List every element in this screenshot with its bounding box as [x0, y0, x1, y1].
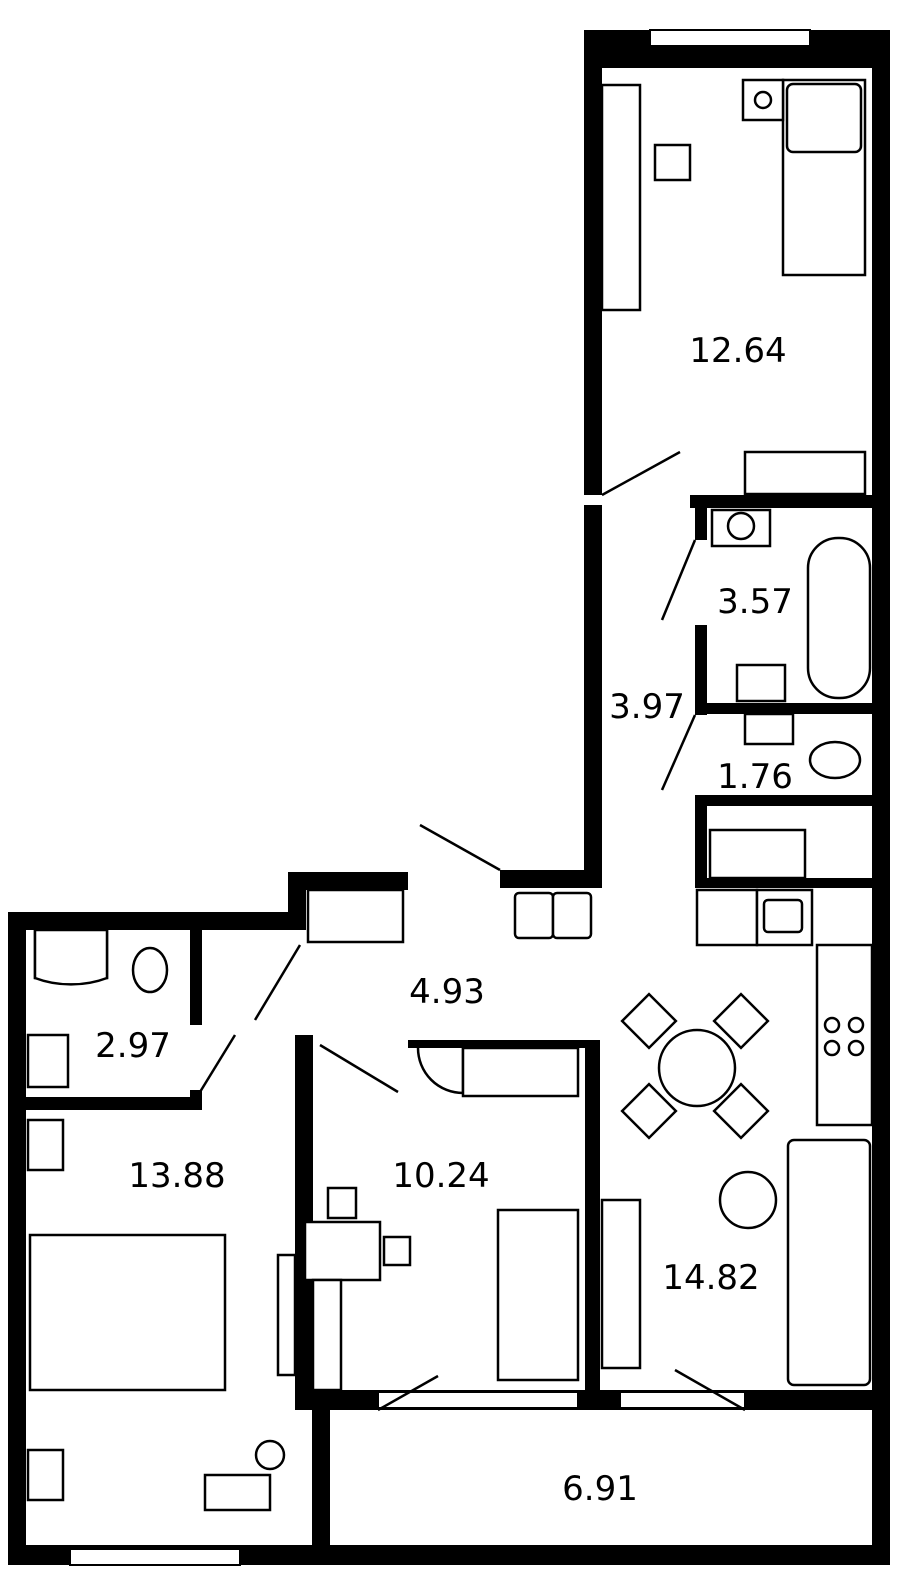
area-label: 6.91: [562, 1469, 638, 1509]
area-label: 2.97: [95, 1026, 171, 1066]
area-label: 3.97: [609, 687, 685, 727]
area-label: 10.24: [392, 1156, 489, 1196]
area-label: 12.64: [689, 331, 786, 371]
area-label: 3.57: [717, 582, 793, 622]
area-label: 1.76: [717, 757, 793, 797]
area-labels: 12.64 3.57 3.97 1.76 4.93 2.97 13.88 10.…: [95, 331, 793, 1509]
area-label: 4.93: [409, 972, 485, 1012]
area-label: 14.82: [662, 1258, 759, 1298]
doors: [198, 450, 746, 1412]
walls: [8, 30, 890, 1565]
area-label: 13.88: [128, 1156, 225, 1196]
furniture: [26, 78, 874, 1512]
windows: [69, 29, 811, 1566]
